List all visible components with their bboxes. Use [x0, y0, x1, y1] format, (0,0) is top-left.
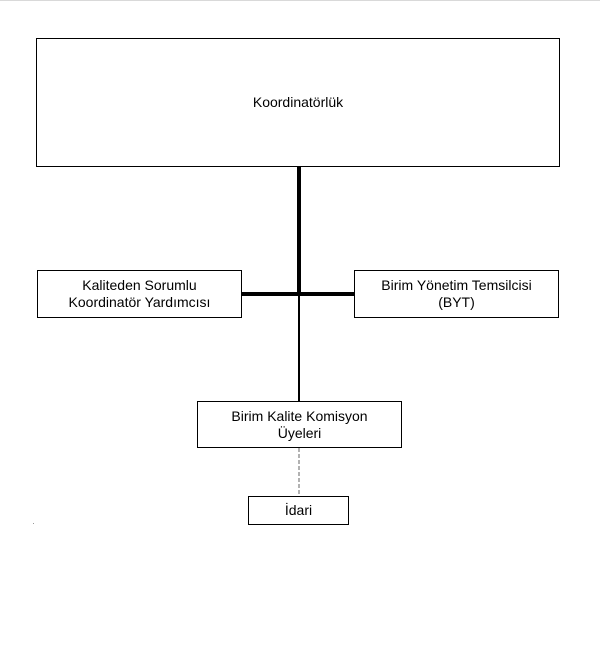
quality-assistant-line1: Kaliteden Sorumlu: [82, 277, 197, 293]
management-representative-line2: (BYT): [438, 294, 475, 310]
quality-assistant-line2: Koordinatör Yardımcısı: [68, 294, 211, 310]
coordinator-box: Koordinatörlük: [36, 38, 560, 167]
coordinator-label: Koordinatörlük: [252, 94, 344, 110]
quality-commission-box: Birim Kalite Komisyon Üyeleri: [197, 401, 402, 448]
quality-commission-line1: Birim Kalite Komisyon: [231, 407, 368, 424]
stray-dot: [33, 523, 34, 524]
quality-assistant-box: Kaliteden Sorumlu Koordinatör Yardımcısı: [37, 270, 242, 318]
administrative-box: İdari: [248, 496, 349, 525]
top-rule: [0, 0, 600, 1]
management-representative-box: Birim Yönetim Temsilcisi (BYT): [354, 270, 559, 318]
management-representative-line1: Birim Yönetim Temsilcisi: [381, 277, 532, 293]
quality-commission-line2: Üyeleri: [277, 424, 322, 441]
administrative-label: İdari: [284, 502, 313, 518]
